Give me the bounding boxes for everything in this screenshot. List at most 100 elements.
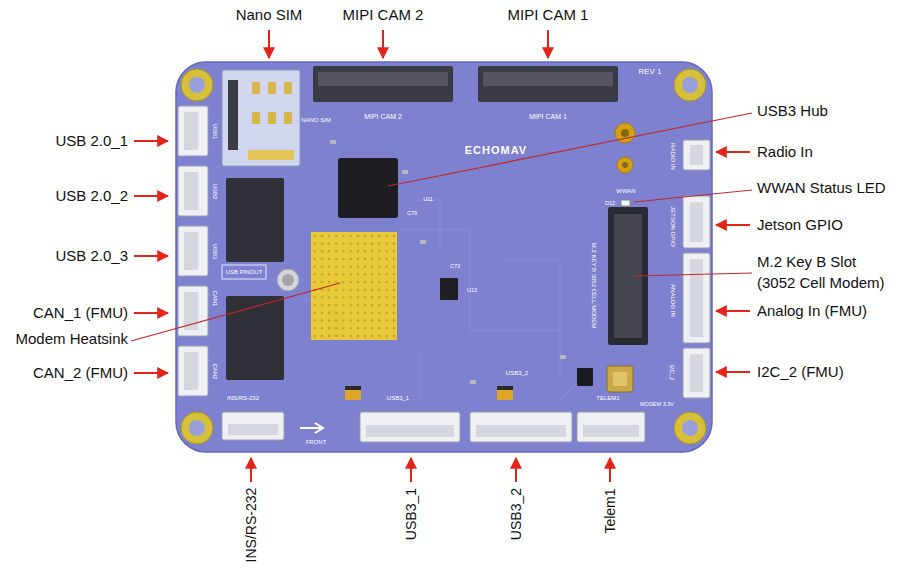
jst-connector-slot bbox=[690, 259, 703, 337]
silkscreen-text: WWAN bbox=[616, 188, 635, 195]
sim-slot bbox=[228, 80, 238, 150]
leader-line bbox=[131, 283, 340, 341]
jst-connector bbox=[178, 226, 208, 276]
silkscreen-text: I2C_2 bbox=[669, 364, 676, 380]
silkscreen-text: JETSON GPIO bbox=[669, 206, 676, 246]
callout-arrow bbox=[716, 151, 750, 153]
sim-pad bbox=[268, 82, 276, 94]
silkscreen-text: REV 1 bbox=[638, 67, 661, 76]
jst-connector-slot bbox=[184, 112, 198, 150]
leader-line bbox=[634, 273, 752, 276]
silkscreen-text: USB1 bbox=[212, 123, 219, 139]
mipi-connector-slot bbox=[318, 72, 448, 86]
jst-connector bbox=[470, 412, 572, 442]
silkscreen-text: MODEM 3.3V bbox=[640, 401, 674, 407]
callout-label: CAN_2 (FMU) bbox=[33, 364, 128, 381]
silkscreen-text: FRONT bbox=[306, 439, 327, 446]
silkscreen-text: MIPI CAM 2 bbox=[364, 113, 402, 121]
silkscreen-text: M.2 KEY B 3052 CELL MODEM bbox=[591, 242, 598, 327]
rf-pad-center bbox=[621, 129, 629, 137]
passive-part bbox=[420, 240, 426, 244]
callout-arrow bbox=[515, 458, 517, 482]
sim-pad bbox=[284, 82, 292, 94]
inductor-top bbox=[613, 372, 627, 386]
leader-line bbox=[634, 190, 752, 202]
capacitor-band bbox=[345, 386, 361, 390]
mipi-connector bbox=[313, 66, 453, 102]
callout-label: Radio In bbox=[757, 143, 813, 160]
jst-connector bbox=[683, 348, 710, 398]
mounting-hole bbox=[674, 69, 706, 101]
silkscreen-box bbox=[222, 265, 266, 279]
silkscreen-text: INS/RS-232 bbox=[227, 395, 259, 402]
mounting-hole bbox=[181, 412, 213, 444]
silkscreen-text: NANO SIM bbox=[301, 117, 331, 124]
sim-pad bbox=[252, 82, 260, 94]
status-led bbox=[621, 200, 630, 206]
jst-connector bbox=[683, 253, 710, 343]
usb3-hub-chip bbox=[338, 158, 398, 218]
callout-arrows bbox=[134, 30, 750, 482]
silkscreen-text: USB3_1 bbox=[387, 395, 409, 402]
rf-pad-center bbox=[622, 162, 628, 168]
jst-connector-slot bbox=[583, 425, 639, 437]
capacitor bbox=[345, 386, 361, 400]
silkscreen-text: USB3 bbox=[212, 243, 219, 259]
silkscreen-text: USB3_2 bbox=[506, 370, 528, 377]
silkscreen-text: USB PINOUT bbox=[226, 269, 263, 276]
jst-connector-slot bbox=[184, 352, 198, 390]
jst-connector-slot bbox=[690, 202, 703, 242]
callout-arrow bbox=[134, 140, 168, 142]
callout-arrow bbox=[547, 30, 549, 58]
callout-label: USB 2.0_2 bbox=[55, 187, 128, 204]
silkscreen-text: MIPI CAM 1 bbox=[529, 113, 567, 121]
sim-contact-strip bbox=[248, 150, 294, 160]
jst-connector-slot bbox=[366, 425, 454, 437]
small-chip bbox=[577, 368, 593, 386]
jst-connector bbox=[178, 286, 208, 336]
jst-connector-slot bbox=[690, 354, 703, 392]
callout-arrow bbox=[250, 458, 252, 482]
mounting-hole-center bbox=[682, 77, 698, 93]
inductor bbox=[607, 366, 633, 392]
jst-connector-slot bbox=[184, 172, 198, 210]
front-arrow bbox=[300, 423, 323, 433]
callout-arrow bbox=[716, 224, 750, 226]
callout-arrow bbox=[134, 372, 168, 374]
mounting-hole-center bbox=[189, 420, 205, 436]
jst-connector bbox=[178, 106, 208, 156]
callout-label: Telem1 bbox=[602, 488, 618, 533]
callout-arrow bbox=[716, 310, 750, 312]
callout-label: MIPI CAM 1 bbox=[508, 6, 589, 23]
jst-connector bbox=[683, 140, 710, 170]
callout-label: INS/RS-232 bbox=[243, 488, 259, 563]
passive-part bbox=[330, 140, 336, 144]
callout-label: M.2 Key B Slot (3052 Cell Modem) bbox=[757, 251, 893, 293]
callout-label: Modem Heatsink bbox=[15, 330, 128, 347]
callout-arrow bbox=[134, 195, 168, 197]
silkscreen-text: TELEM1 bbox=[596, 395, 619, 402]
callout-label: MIPI CAM 2 bbox=[343, 6, 424, 23]
designator-label: U13 bbox=[467, 287, 477, 293]
callout-label: USB3_2 bbox=[508, 488, 524, 540]
callout-arrow bbox=[134, 312, 168, 314]
callout-arrow bbox=[716, 371, 750, 373]
callout-label: CAN_1 (FMU) bbox=[33, 304, 128, 321]
mounting-hole bbox=[674, 412, 706, 444]
passive-part bbox=[560, 355, 566, 359]
pcb-trace bbox=[280, 200, 580, 400]
small-chip bbox=[440, 278, 458, 300]
designator-label: U11 bbox=[423, 196, 433, 202]
callout-label: I2C_2 (FMU) bbox=[757, 363, 844, 380]
sim-pad bbox=[268, 112, 276, 124]
mounting-hole-center bbox=[189, 77, 205, 93]
passive-part bbox=[470, 380, 476, 384]
pcb-board bbox=[176, 62, 712, 452]
passive-part bbox=[402, 170, 408, 174]
callout-label: USB3_1 bbox=[403, 488, 419, 540]
callout-label: WWAN Status LED bbox=[757, 179, 886, 196]
jst-connector-slot bbox=[184, 232, 198, 270]
callout-label: USB 2.0_1 bbox=[55, 132, 128, 149]
silkscreen-text: RADIO IN bbox=[669, 143, 676, 170]
